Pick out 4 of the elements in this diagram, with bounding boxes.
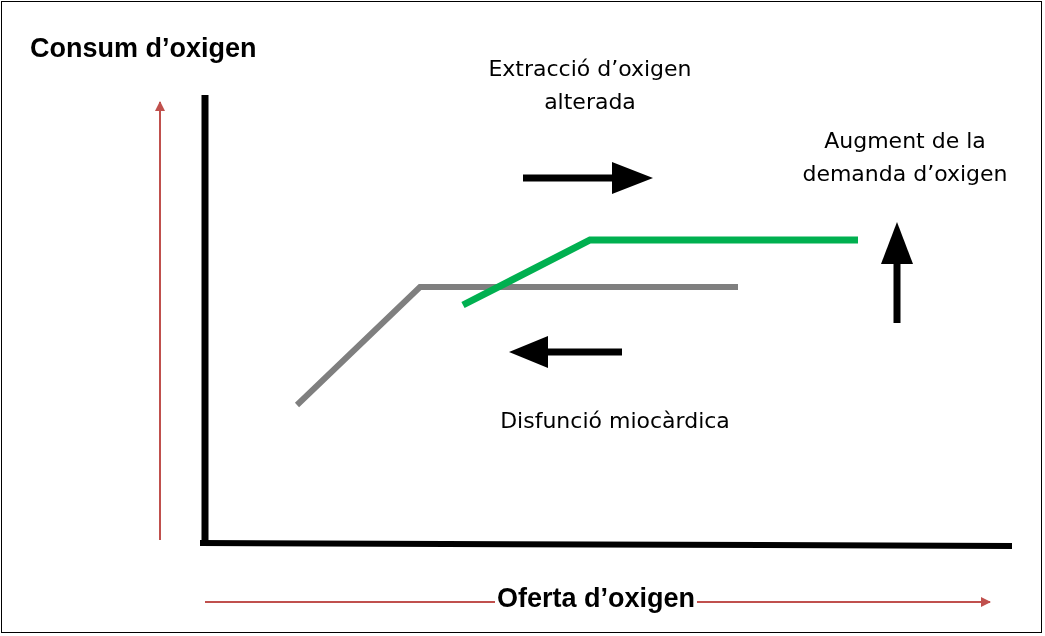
- annotation-text: Extracció d’oxigen alterada: [487, 55, 693, 116]
- axis-title: Consum d’oxigen: [30, 32, 258, 65]
- annotation-text: Augment de la demanda d’oxigen: [801, 127, 1009, 188]
- annotation-text: Disfunció miocàrdica: [499, 407, 731, 435]
